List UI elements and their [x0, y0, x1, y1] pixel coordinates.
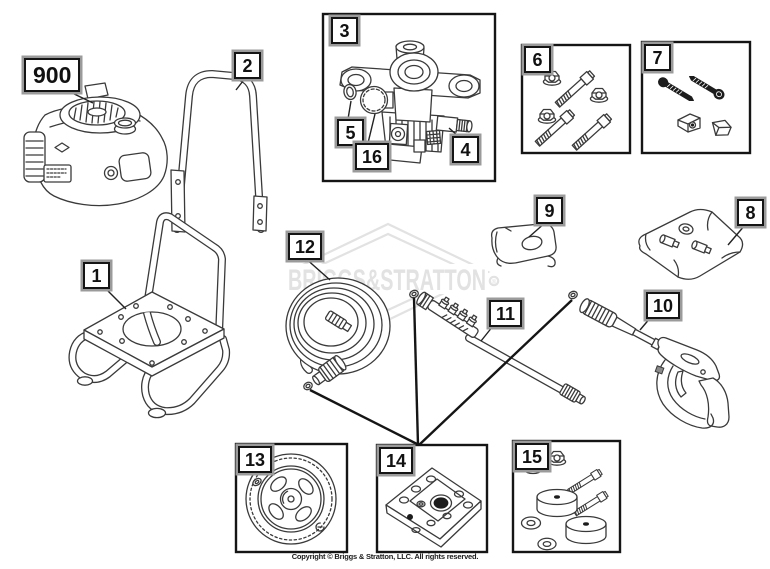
engine-illustration: [23, 82, 168, 207]
callout-handle[interactable]: 2: [234, 52, 261, 79]
callout-seal[interactable]: 5: [337, 119, 364, 146]
gun-illustration: [566, 289, 730, 429]
callout-engine[interactable]: 900: [24, 58, 81, 92]
callout-outlet-fitting[interactable]: 4: [452, 136, 479, 163]
callout-knob[interactable]: 16: [355, 143, 390, 170]
callout-pump-assembly[interactable]: 3: [331, 17, 358, 44]
wheel-box: [234, 442, 349, 554]
pump-kit-box: [321, 12, 497, 183]
wand-illustration: [407, 288, 586, 405]
nozzle-kit-illustration: [638, 208, 744, 280]
callout-hose[interactable]: 12: [288, 233, 323, 260]
screw-kit-box: [640, 40, 752, 155]
callout-spray-gun[interactable]: 10: [646, 292, 681, 319]
hose-illustration: [285, 277, 391, 392]
bolt-kit-box: [520, 43, 632, 155]
watermark-registered-mark: ®: [492, 279, 497, 286]
callout-bolt-kit[interactable]: 6: [524, 46, 551, 73]
bracket-illustration: [490, 223, 557, 268]
callout-wheel[interactable]: 13: [238, 446, 273, 473]
assembly-connector-lines: [309, 297, 573, 447]
handle-illustration: [170, 70, 268, 233]
callout-nozzle-kit[interactable]: 8: [737, 199, 764, 226]
callout-base-plate[interactable]: 14: [379, 447, 414, 474]
callout-screw-kit[interactable]: 7: [644, 44, 671, 71]
callout-bracket[interactable]: 9: [536, 197, 563, 224]
pump-illustration: [339, 40, 481, 164]
base-plate-box: [375, 443, 489, 554]
callout-spray-wand[interactable]: 11: [489, 300, 523, 327]
copyright-line: Copyright © Briggs & Stratton, LLC. All …: [291, 552, 479, 561]
callout-frame[interactable]: 1: [83, 262, 110, 289]
hardware-kit-box: [511, 439, 622, 554]
frame-illustration: [68, 212, 231, 419]
callout-hardware-kit[interactable]: 15: [515, 443, 550, 470]
leader-lines: [69, 80, 746, 342]
